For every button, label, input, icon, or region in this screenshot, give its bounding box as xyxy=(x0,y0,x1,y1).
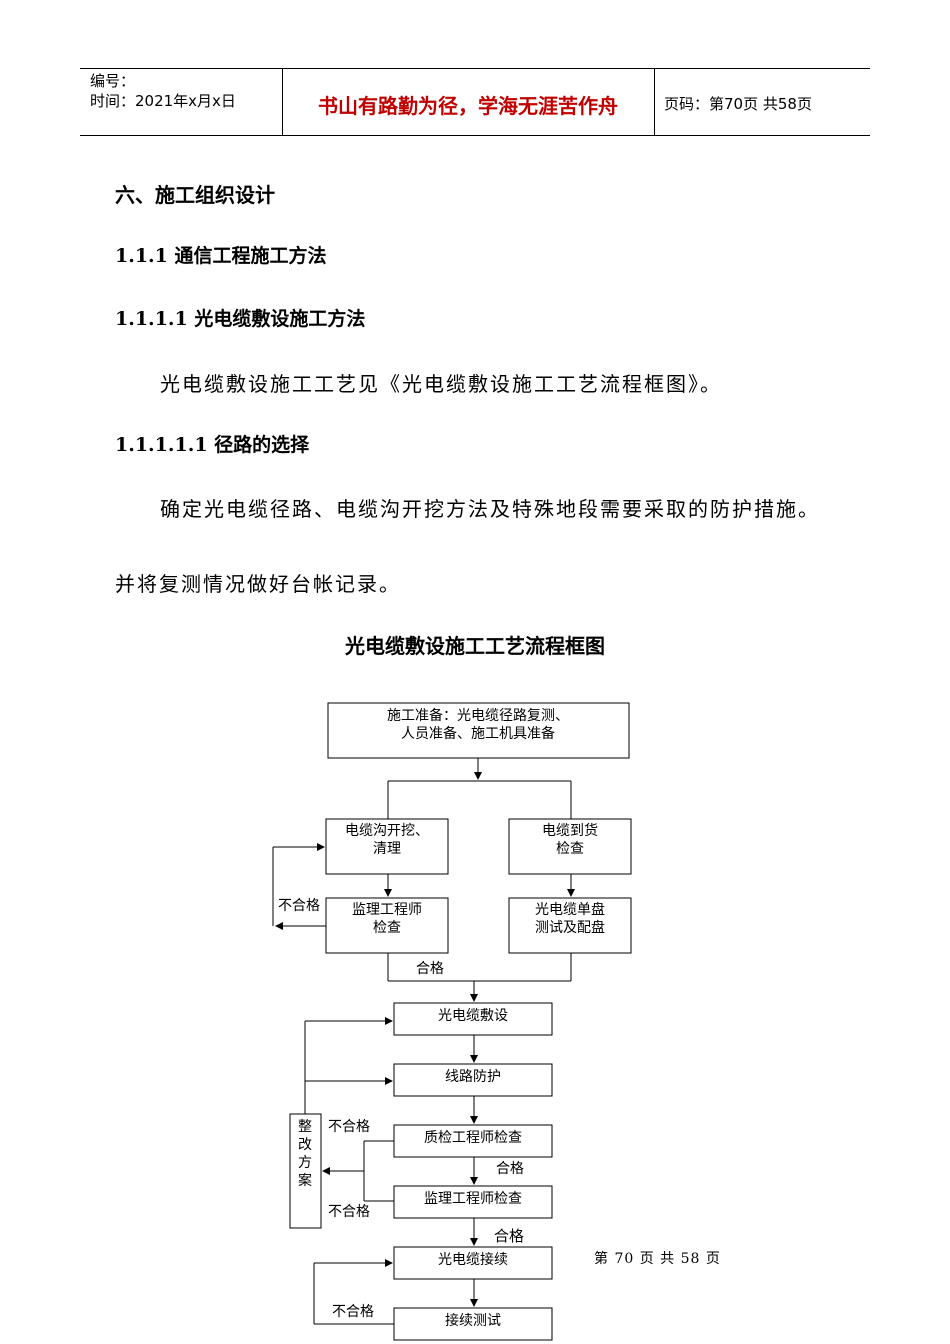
fail-label-3: 不合格 xyxy=(328,1204,370,1220)
arrival-box xyxy=(508,818,632,875)
laying-text: 光电缆敷设 xyxy=(438,1008,508,1024)
arrival-text-2: 检查 xyxy=(556,841,584,857)
test-box xyxy=(508,897,632,954)
fail-label-1: 不合格 xyxy=(278,898,320,914)
footer-page-number: 第 70 页 共 58 页 xyxy=(594,1251,721,1267)
prep-text-1: 施工准备：光电缆径路复测、 xyxy=(387,707,569,724)
header-motto: 书山有路勤为径，学海无涯苦作舟 xyxy=(318,94,618,118)
supervisor2-text: 监理工程师检查 xyxy=(424,1191,522,1207)
arrival-text-1: 电缆到货 xyxy=(542,822,598,839)
header-top-rule xyxy=(80,68,870,69)
rectify-text-4: 案 xyxy=(298,1172,312,1189)
flowchart-title: 光电缆敷设施工工艺流程框图 xyxy=(345,634,605,658)
pass-label-1: 合格 xyxy=(416,961,444,977)
qc-text: 质检工程师检查 xyxy=(424,1130,522,1146)
paragraph-1: 光电缆敷设施工工艺见《光电缆敷设施工工艺流程框图》。 xyxy=(160,372,722,396)
supervisor2-box xyxy=(393,1185,553,1219)
route-heading: 1.1.1.1.1 径路的选择 xyxy=(115,434,310,456)
test-text-1: 光电缆单盘 xyxy=(535,901,605,918)
header-meta: 编号： 时间：2021年x月x日 xyxy=(90,71,236,111)
pass-label-2: 合格 xyxy=(496,1161,524,1177)
rectify-text-2: 改 xyxy=(298,1137,312,1153)
fail-label-4: 不合格 xyxy=(332,1304,374,1320)
header-page-info: 页码：第70页 共58页 xyxy=(664,95,812,113)
pass-label-3: 合格 xyxy=(494,1227,524,1245)
splice-text: 光电缆接续 xyxy=(438,1251,508,1268)
prep-text-2: 人员准备、施工机具准备 xyxy=(401,725,555,742)
paragraph-2: 确定光电缆径路、电缆沟开挖方法及特殊地段需要采取的防护措施。 xyxy=(160,497,820,521)
header-divider-right xyxy=(654,68,655,136)
subsubsection-heading: 1.1.1.1 光电缆敷设施工方法 xyxy=(115,308,366,330)
supervisor1-text-1: 监理工程师 xyxy=(352,902,422,918)
trench-text-2: 清理 xyxy=(373,841,401,857)
header-bottom-rule xyxy=(80,135,870,136)
splice-test-text: 接续测试 xyxy=(445,1312,501,1329)
protection-box xyxy=(393,1063,553,1097)
paragraph-3: 并将复测情况做好台帐记录。 xyxy=(115,572,401,596)
trench-text-1: 电缆沟开挖、 xyxy=(345,823,429,839)
protection-text: 线路防护 xyxy=(445,1069,501,1085)
trench-box xyxy=(325,818,449,875)
supervisor1-text-2: 检查 xyxy=(373,920,401,936)
fail-label-2: 不合格 xyxy=(328,1119,370,1135)
test-text-2: 测试及配盘 xyxy=(535,919,605,936)
serial-label: 编号： xyxy=(90,72,136,90)
rectify-text-1: 整 xyxy=(298,1119,312,1135)
rectify-text-3: 方 xyxy=(298,1155,312,1171)
subsection-heading: 1.1.1 通信工程施工方法 xyxy=(115,245,327,267)
date-label: 时间：2021年x月x日 xyxy=(90,92,236,110)
laying-box xyxy=(393,1002,553,1036)
splice-box xyxy=(393,1246,553,1280)
section-heading: 六、施工组织设计 xyxy=(115,183,275,207)
header-divider-left xyxy=(282,68,283,136)
